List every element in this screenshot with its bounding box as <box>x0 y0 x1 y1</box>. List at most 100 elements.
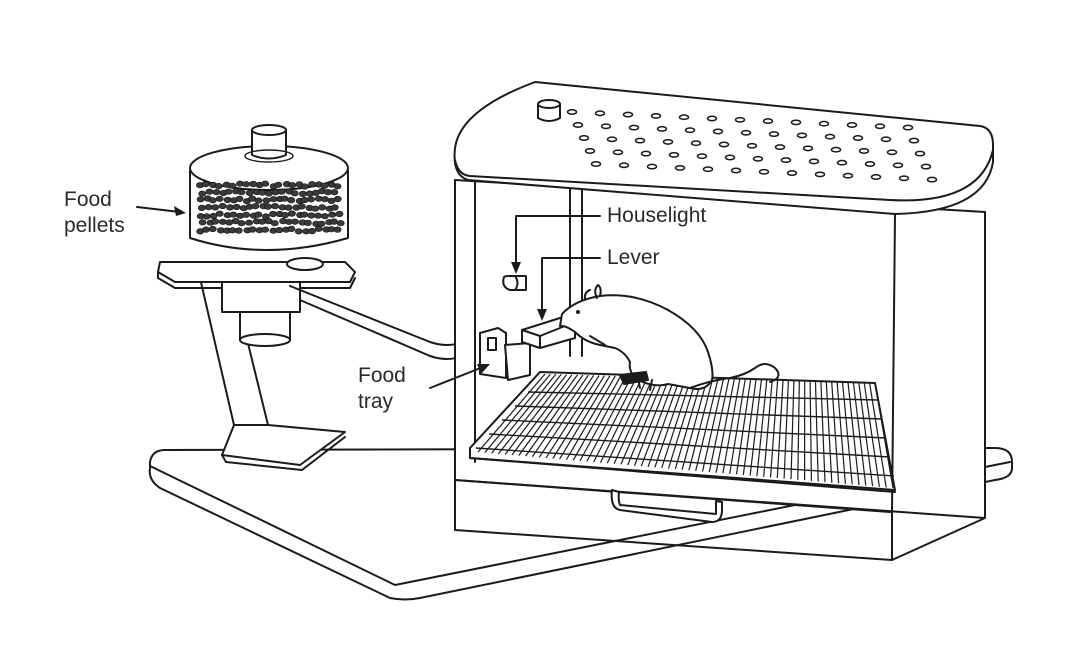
rat <box>559 284 780 391</box>
vent-hole <box>920 163 932 170</box>
food-pellet <box>275 227 284 234</box>
floor-rod <box>874 382 894 489</box>
floor-rod <box>729 379 746 474</box>
vent-hole <box>702 166 714 173</box>
food-pellet <box>248 226 257 233</box>
vent-hole <box>678 114 690 121</box>
floor-rod <box>491 373 557 454</box>
floor-rod <box>756 379 768 477</box>
floor-rod <box>593 376 638 463</box>
vent-hole <box>818 120 830 127</box>
food-pellet <box>237 189 246 196</box>
vent-hole <box>864 161 876 167</box>
vent-hole <box>824 133 836 140</box>
lever-arrow <box>541 257 601 314</box>
floor-rod <box>790 380 795 480</box>
vent-hole <box>706 115 718 122</box>
floor-rod <box>640 377 676 467</box>
vent-hole <box>852 135 864 141</box>
food-pellet <box>215 195 224 202</box>
vent-hole <box>836 159 848 166</box>
vent-holes <box>566 109 938 183</box>
food-pellet <box>201 181 210 188</box>
food-pellet <box>264 190 273 197</box>
food-pellet <box>229 211 238 218</box>
floor-rod <box>599 376 643 463</box>
vent-hole <box>606 136 618 143</box>
food-pellet <box>288 182 297 189</box>
vent-hole <box>650 112 662 119</box>
vent-hole <box>808 158 820 165</box>
food-pellet <box>254 211 263 218</box>
food-pellet <box>314 212 322 219</box>
vent-hole <box>796 132 808 139</box>
food-pellet <box>254 197 263 204</box>
food-pellet <box>307 212 316 219</box>
floor-rod <box>681 378 708 470</box>
vent-hole <box>662 138 674 145</box>
houselight-arrow <box>515 215 601 267</box>
floor-rod <box>776 380 784 479</box>
floor-crossbar <box>501 419 887 439</box>
food-pellet <box>202 213 211 220</box>
vent-hole <box>684 127 696 134</box>
floor-rod <box>565 375 616 461</box>
food-pellet <box>197 204 206 211</box>
food-pellet <box>218 218 227 225</box>
vent-hole <box>668 151 680 158</box>
food-pellet <box>242 181 251 188</box>
vent-hole <box>780 157 792 164</box>
label-food-tray-line1: Food <box>358 364 406 387</box>
vent-hole <box>886 149 898 156</box>
food-pellet <box>211 204 220 211</box>
drawer <box>469 457 896 523</box>
vent-hole <box>802 145 814 152</box>
food-pellet <box>235 195 244 202</box>
food-pellet <box>263 203 272 210</box>
vent-hole <box>830 146 842 153</box>
food-pellet <box>307 196 315 203</box>
food-pellet <box>208 225 217 233</box>
food-pellet <box>242 211 251 218</box>
food-pellet <box>225 219 234 226</box>
vent-hole <box>914 150 926 157</box>
food-pellet <box>336 220 345 227</box>
floor-rod <box>538 374 595 458</box>
vent-hole <box>622 111 634 118</box>
vent-hole <box>590 161 602 167</box>
vent-hole <box>572 122 584 128</box>
vent-hole <box>640 150 652 157</box>
food-pellet <box>198 190 207 197</box>
floor-rod <box>769 380 779 478</box>
vent-hole <box>594 110 606 117</box>
food-pellet <box>202 226 210 233</box>
food-pellet <box>269 196 278 203</box>
floor-rod <box>661 377 692 469</box>
food-pellet <box>300 211 309 218</box>
grid-floor <box>469 371 896 491</box>
vent-hole <box>774 144 786 151</box>
vent-hole <box>690 140 702 147</box>
floor-rod <box>518 374 578 456</box>
vent-hole <box>762 118 774 125</box>
label-houselight: Houselight <box>607 204 707 227</box>
vent-hole <box>758 168 770 175</box>
food-pellet <box>294 228 303 235</box>
food-pellet <box>274 181 283 188</box>
floor-rod <box>715 379 735 473</box>
food-pellet <box>212 189 221 196</box>
vent-hole <box>846 122 858 128</box>
vent-hole <box>584 148 596 154</box>
floor-crossbar <box>514 405 883 420</box>
food-pellet <box>320 182 329 189</box>
vent-hole <box>892 162 904 169</box>
vent-hole <box>874 123 886 130</box>
floor-rod <box>708 378 730 473</box>
floor-rod <box>742 379 757 476</box>
floor-rod <box>783 380 789 479</box>
floor-rod <box>504 374 568 455</box>
vent-hole <box>734 116 746 123</box>
floor-rod <box>654 377 687 468</box>
food-pellet <box>196 196 205 203</box>
vent-hole <box>786 170 798 177</box>
